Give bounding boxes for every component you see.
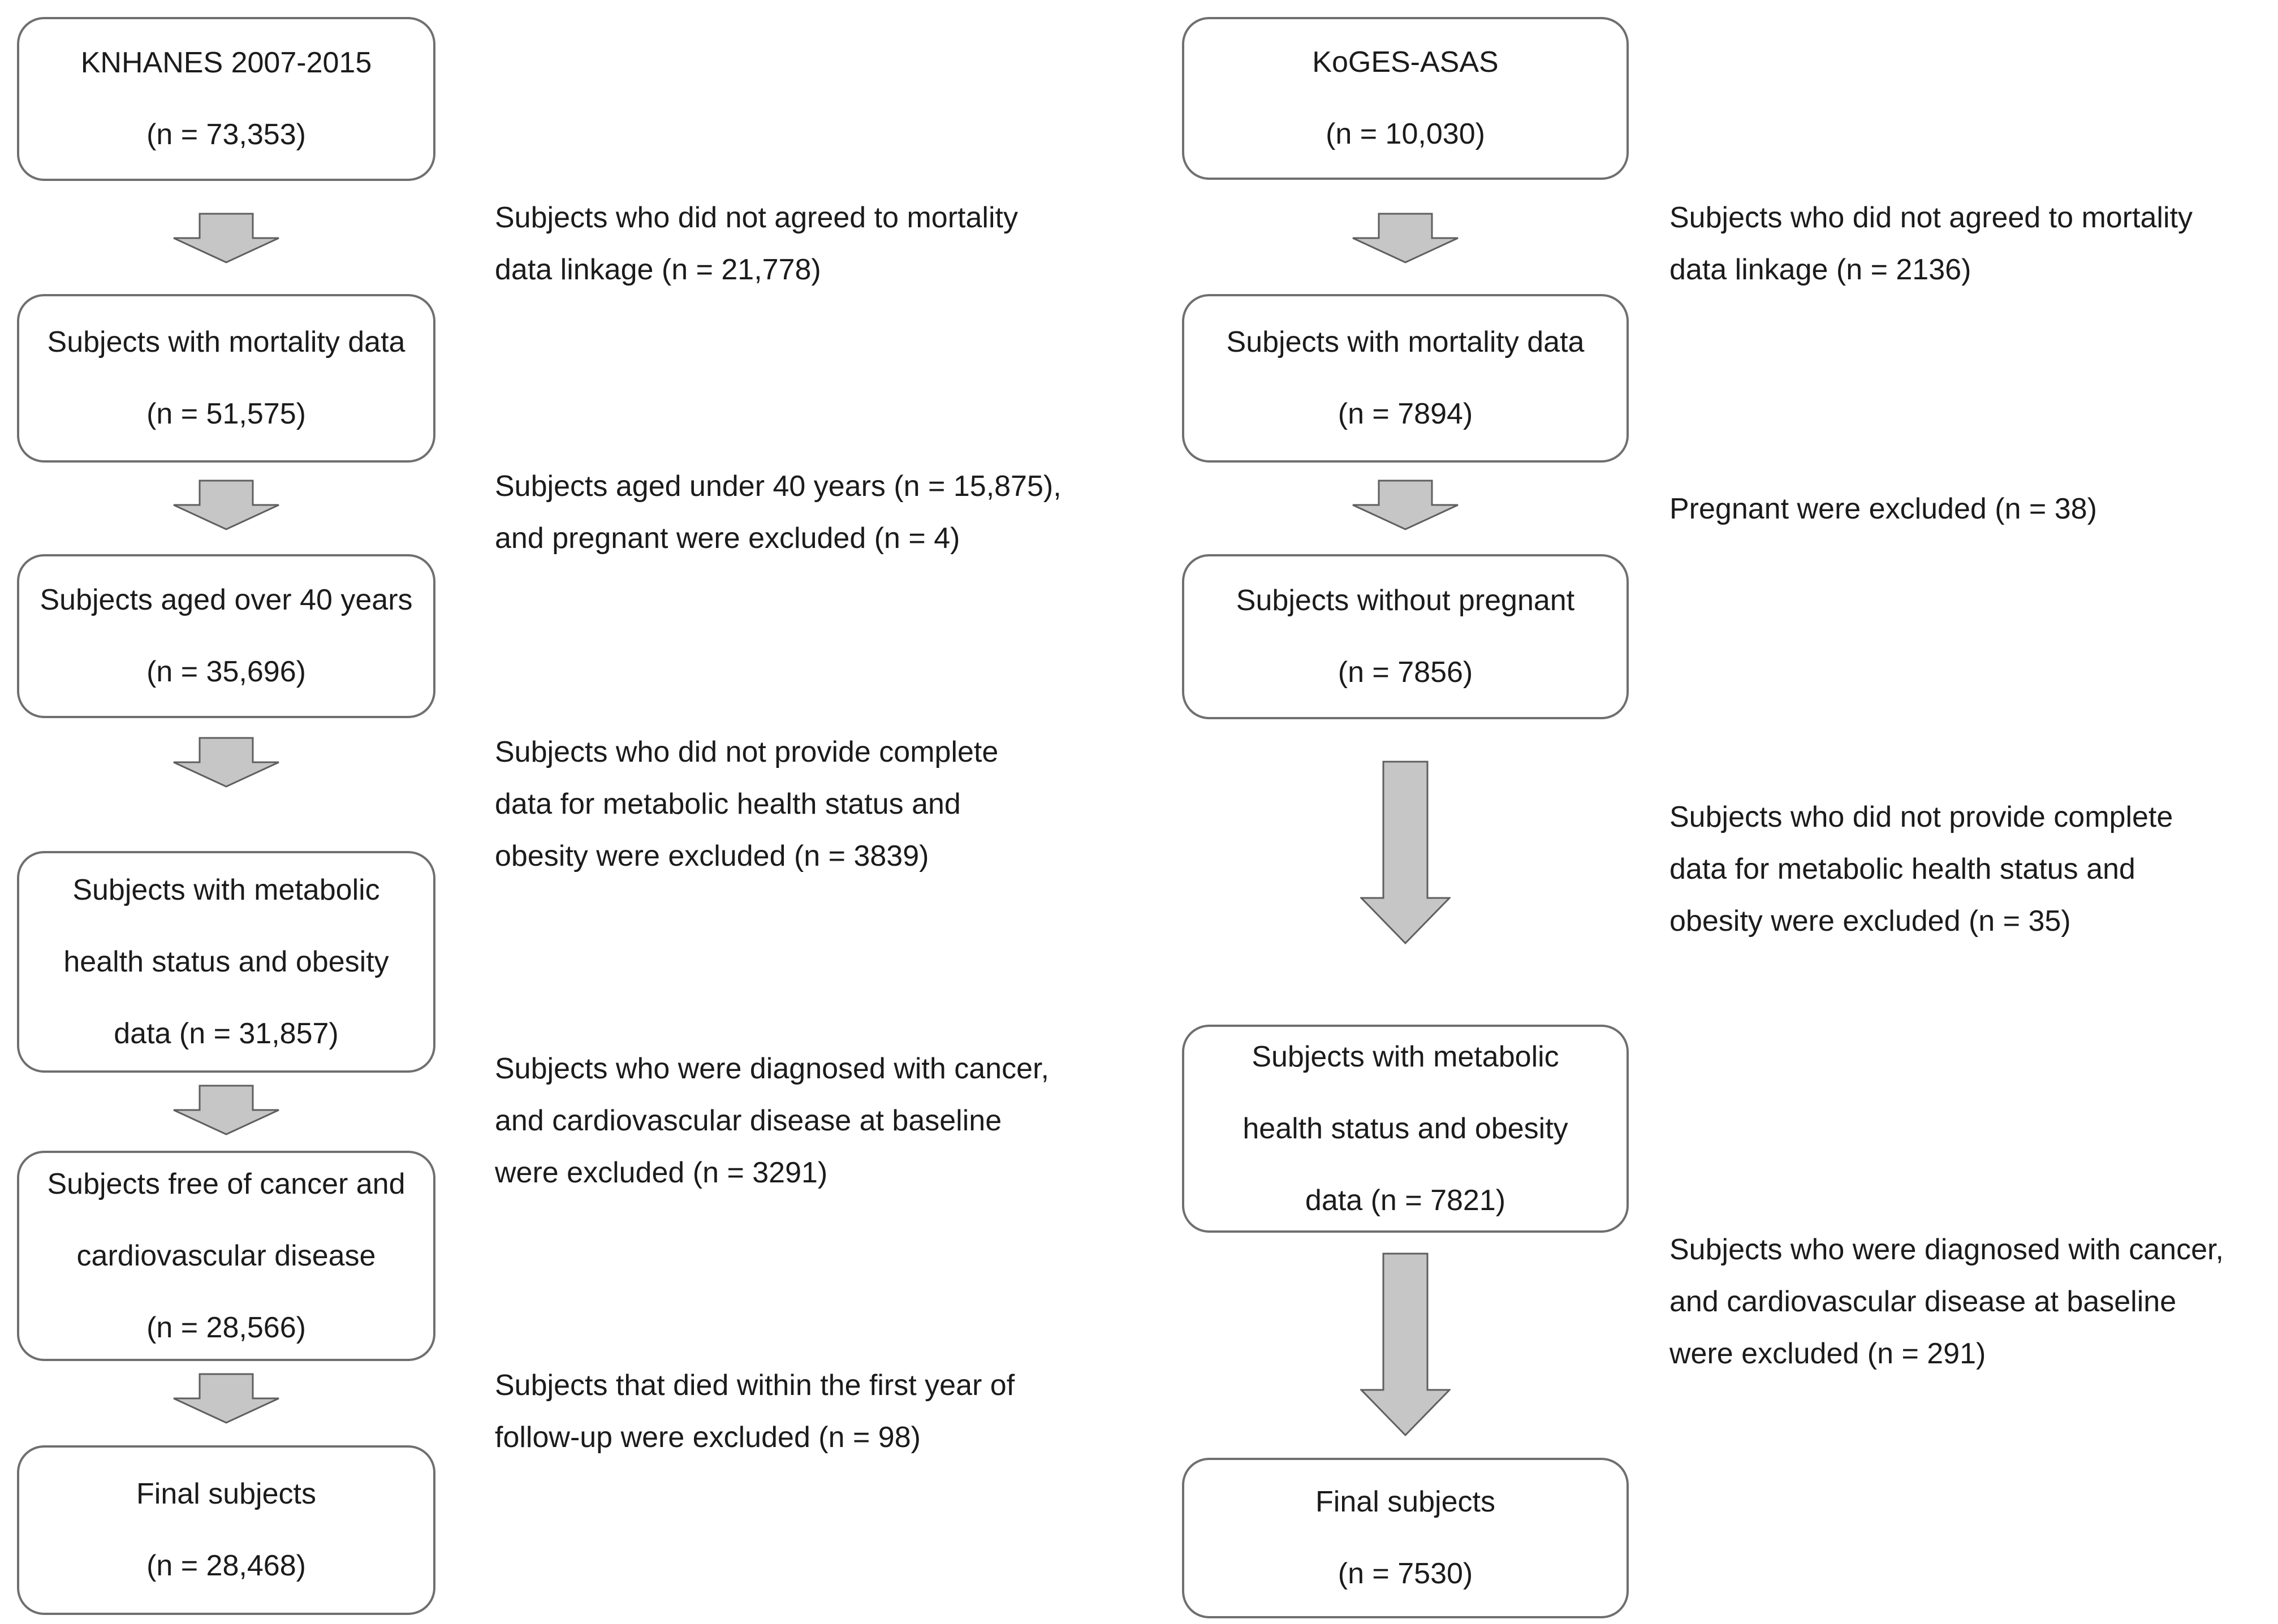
box-line: data (n = 31,857) <box>114 1017 339 1050</box>
note-line: data for metabolic health status and <box>495 788 961 820</box>
flow-box-metabolic-right: Subjects with metabolic health status an… <box>1182 1025 1629 1233</box>
note-line: Subjects who were diagnosed with cancer, <box>1669 1233 2224 1266</box>
exclusion-note-incomplete-data-left: Subjects who did not provide complete da… <box>495 726 998 882</box>
box-line: (n = 10,030) <box>1326 118 1485 150</box>
box-line: cardiovascular disease <box>76 1239 376 1272</box>
down-arrow-icon <box>1352 213 1459 264</box>
box-line: Subjects with metabolic <box>72 873 380 906</box>
box-line: KoGES-ASAS <box>1312 46 1499 79</box>
note-line: were excluded (n = 291) <box>1669 1337 1986 1370</box>
box-line: (n = 7856) <box>1338 656 1473 689</box>
box-line: health status and obesity <box>63 945 389 978</box>
box-line: Subjects with metabolic <box>1252 1040 1559 1073</box>
flow-box-mortality-right: Subjects with mortality data (n = 7894) <box>1182 294 1629 463</box>
exclusion-note-cancer-cvd-left: Subjects who were diagnosed with cancer,… <box>495 1043 1049 1199</box>
exclusion-note-pregnant: Pregnant were excluded (n = 38) <box>1669 483 2097 535</box>
flow-box-knhanes-source: KNHANES 2007-2015 (n = 73,353) <box>17 17 435 181</box>
note-line: obesity were excluded (n = 35) <box>1669 905 2071 938</box>
box-line: (n = 28,468) <box>146 1549 306 1582</box>
note-line: data linkage (n = 2136) <box>1669 253 1971 286</box>
box-line: Subjects without pregnant <box>1236 584 1575 617</box>
note-line: Subjects that died within the first year… <box>495 1369 1015 1402</box>
flow-box-cancer-free: Subjects free of cancer and cardiovascul… <box>17 1151 435 1361</box>
box-line: (n = 73,353) <box>146 118 306 151</box>
note-line: and cardiovascular disease at baseline <box>495 1104 1002 1137</box>
box-line: Subjects with mortality data <box>1226 326 1585 359</box>
box-line: Final subjects <box>136 1478 316 1510</box>
note-line: and cardiovascular disease at baseline <box>1669 1285 2177 1318</box>
down-arrow-tall-icon <box>1360 761 1451 944</box>
flow-box-final-left: Final subjects (n = 28,468) <box>17 1445 435 1615</box>
box-line: Subjects aged over 40 years <box>40 584 413 616</box>
note-line: and pregnant were excluded (n = 4) <box>495 522 960 555</box>
flow-box-without-pregnant: Subjects without pregnant (n = 7856) <box>1182 554 1629 719</box>
flow-box-koges-source: KoGES-ASAS (n = 10,030) <box>1182 17 1629 180</box>
down-arrow-icon <box>172 213 280 264</box>
note-line: follow-up were excluded (n = 98) <box>495 1421 921 1454</box>
exclusion-note-first-year-death: Subjects that died within the first year… <box>495 1359 1015 1463</box>
exclusion-note-incomplete-data-right: Subjects who did not provide complete da… <box>1669 791 2173 947</box>
note-line: Subjects who were diagnosed with cancer, <box>495 1052 1049 1085</box>
box-line: health status and obesity <box>1242 1112 1568 1145</box>
box-line: data (n = 7821) <box>1305 1184 1506 1217</box>
flow-box-mortality-left: Subjects with mortality data (n = 51,575… <box>17 294 435 463</box>
exclusion-note-mortality-right: Subjects who did not agreed to mortality… <box>1669 192 2193 296</box>
down-arrow-icon <box>1352 480 1459 530</box>
note-line: data for metabolic health status and <box>1669 853 2135 886</box>
down-arrow-tall-icon <box>1360 1252 1451 1436</box>
box-line: (n = 28,566) <box>146 1311 306 1344</box>
box-line: Final subjects <box>1315 1485 1495 1518</box>
down-arrow-icon <box>172 480 280 530</box>
box-line: (n = 35,696) <box>146 655 306 688</box>
flow-box-over-40-years: Subjects aged over 40 years (n = 35,696) <box>17 554 435 718</box>
note-line: Subjects who did not agreed to mortality <box>1669 201 2193 234</box>
exclusion-note-mortality-left: Subjects who did not agreed to mortality… <box>495 192 1018 296</box>
box-line: (n = 7530) <box>1338 1557 1473 1590</box>
down-arrow-icon <box>172 1085 280 1135</box>
flow-box-final-right: Final subjects (n = 7530) <box>1182 1458 1629 1618</box>
note-line: were excluded (n = 3291) <box>495 1156 828 1189</box>
box-line: (n = 7894) <box>1338 398 1473 430</box>
note-line: obesity were excluded (n = 3839) <box>495 840 929 873</box>
down-arrow-icon <box>172 737 280 788</box>
note-line: Subjects who did not agreed to mortality <box>495 201 1018 234</box>
flow-box-metabolic-left: Subjects with metabolic health status an… <box>17 851 435 1073</box>
exclusion-note-cancer-cvd-right: Subjects who were diagnosed with cancer,… <box>1669 1224 2224 1380</box>
note-line: Subjects who did not provide complete <box>495 736 999 768</box>
note-line: Subjects aged under 40 years (n = 15,875… <box>495 470 1062 503</box>
box-line: Subjects with mortality data <box>47 326 405 359</box>
box-line: KNHANES 2007-2015 <box>80 46 372 79</box>
box-line: (n = 51,575) <box>146 398 306 430</box>
down-arrow-icon <box>172 1373 280 1424</box>
note-line: Subjects who did not provide complete <box>1669 801 2173 833</box>
note-line: data linkage (n = 21,778) <box>495 253 821 286</box>
box-line: Subjects free of cancer and <box>47 1167 405 1200</box>
note-line: Pregnant were excluded (n = 38) <box>1669 493 2097 525</box>
exclusion-note-under-40: Subjects aged under 40 years (n = 15,875… <box>495 460 1062 564</box>
